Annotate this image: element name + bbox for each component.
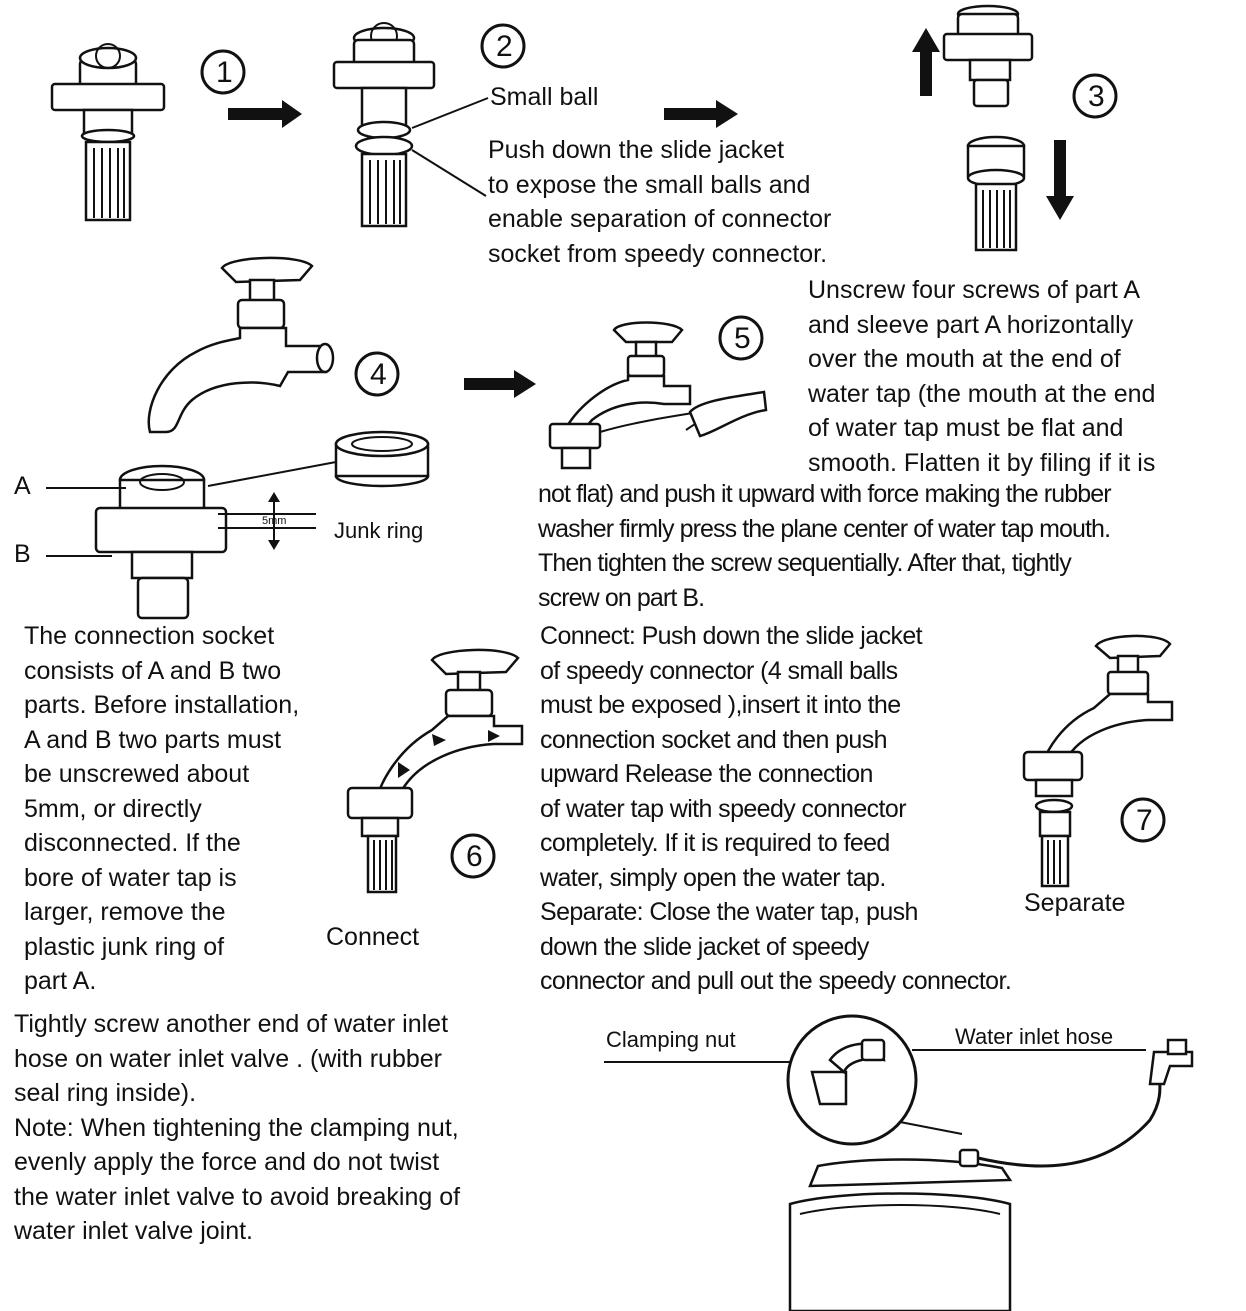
clamping-nut-label: Clamping nut	[606, 1027, 736, 1053]
step-number-7: 7	[1136, 804, 1153, 837]
water-tap-illustration	[149, 258, 333, 432]
small-ball-leader-lines	[412, 98, 488, 196]
arrow-up-icon	[912, 28, 940, 96]
part-a-label: A	[14, 472, 31, 500]
tighten-hose-instructions: Tightly screw another end of water inlet…	[14, 1007, 460, 1249]
junk-ring-leader-line	[208, 462, 336, 486]
tap-separate-illustration	[1024, 636, 1172, 886]
washing-machine-illustration	[604, 1016, 1192, 1311]
step-number-1: 1	[216, 56, 233, 89]
step-number-6: 6	[466, 840, 483, 873]
gap-dimension-label: 5mm	[262, 515, 286, 527]
unscrew-instructions-bottom: not flat) and push it upward with force …	[538, 477, 1111, 615]
part-b-label: B	[14, 540, 31, 568]
separate-label: Separate	[1024, 889, 1125, 917]
small-ball-label: Small ball	[490, 83, 598, 111]
connector-assembled-illustration	[52, 44, 164, 220]
step-number-5: 5	[734, 322, 751, 355]
junk-ring-label: Junk ring	[334, 518, 423, 544]
water-inlet-hose-label: Water inlet hose	[955, 1024, 1113, 1050]
step-number-2: 2	[496, 30, 513, 63]
junk-ring-illustration	[336, 432, 428, 486]
step-number-4: 4	[370, 358, 387, 391]
tap-connect-illustration	[348, 650, 522, 892]
arrow-right-icon	[464, 370, 536, 398]
arrow-down-icon	[1046, 140, 1074, 220]
step-number-3: 3	[1088, 80, 1105, 113]
connect-label: Connect	[326, 923, 419, 951]
connect-separate-instructions: Connect: Push down the slide jacket of s…	[540, 619, 1011, 999]
arrow-right-icon	[664, 100, 738, 128]
unscrew-instructions-top: Unscrew four screws of part A and sleeve…	[808, 273, 1155, 480]
arrow-right-icon	[228, 100, 302, 128]
connector-socket-separated-illustration	[944, 6, 1032, 106]
speedy-connector-illustration	[968, 137, 1024, 250]
connection-socket-instructions: The connection socket consists of A and …	[24, 619, 299, 999]
slide-jacket-instructions: Push down the slide jacket to expose the…	[488, 133, 831, 271]
